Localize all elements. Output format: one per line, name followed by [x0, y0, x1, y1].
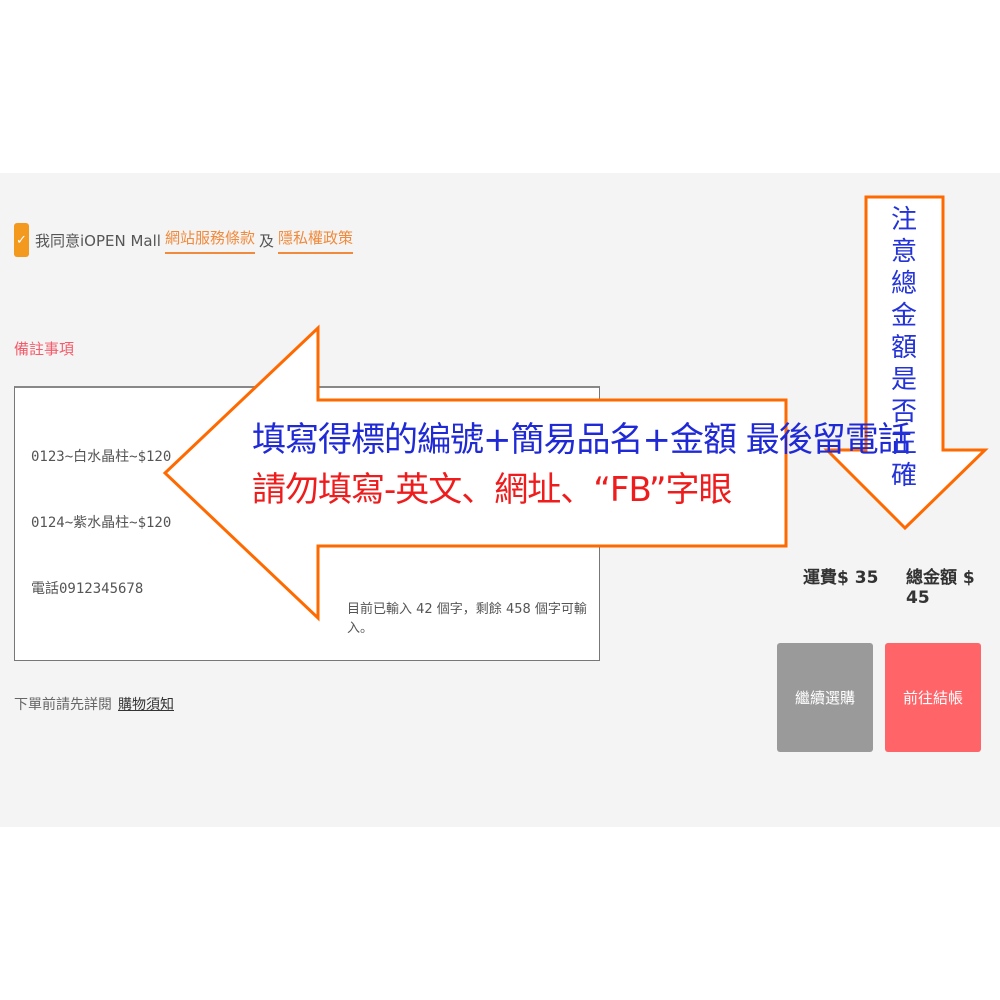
- check-icon: ✓: [16, 232, 27, 248]
- checkout-button[interactable]: 前往結帳: [885, 643, 981, 752]
- total-amount: 總金額 $ 45: [906, 568, 975, 608]
- annotation-char: 正: [890, 429, 917, 459]
- purchase-notice: 下單前請先詳閱購物須知: [14, 694, 174, 714]
- remark-line: 0124~紫水晶柱~$120: [31, 515, 172, 531]
- remark-line: 電話0912345678: [31, 581, 144, 597]
- agree-conjunction: 及: [258, 231, 274, 250]
- remarks-label: 備註事項: [14, 340, 75, 358]
- continue-shopping-button[interactable]: 繼續選購: [777, 643, 873, 752]
- remark-line: 0123~白水晶柱~$120: [31, 449, 172, 465]
- agree-checkbox[interactable]: ✓: [14, 223, 29, 257]
- annotation-char: 意: [890, 237, 917, 267]
- annotation-char: 是: [890, 365, 917, 395]
- annotation-char: 金: [890, 301, 917, 331]
- privacy-link[interactable]: 隱私權政策: [278, 227, 354, 254]
- agreement-row: ✓ 我同意iOPEN Mall 網站服務條款 及 隱私權政策: [14, 222, 357, 258]
- annotation-char: 注: [890, 205, 917, 235]
- annotation-char: 總: [890, 269, 917, 299]
- annotation-char: 否: [890, 397, 917, 427]
- annotation-instruction: 填寫得標的編號+簡易品名+金額 最後留電話: [252, 420, 912, 460]
- char-count: 目前已輸入 42 個字，剩餘 458 個字可輸入。: [347, 602, 587, 636]
- shopping-guide-link[interactable]: 購物須知: [118, 697, 174, 713]
- annotation-char: 確: [890, 461, 917, 491]
- notice-text: 下單前請先詳閱: [14, 697, 112, 713]
- shipping-fee: 運費$ 35: [803, 568, 879, 588]
- annotation-char: 額: [890, 333, 917, 363]
- annotation-warning: 請勿填寫-英文、網址、“FB”字眼: [252, 470, 733, 510]
- agree-prefix: 我同意iOPEN Mall: [35, 231, 161, 250]
- annotation-check-total: 注 意 總 金 額 是 否 正 確: [884, 204, 924, 492]
- terms-link[interactable]: 網站服務條款: [164, 227, 255, 254]
